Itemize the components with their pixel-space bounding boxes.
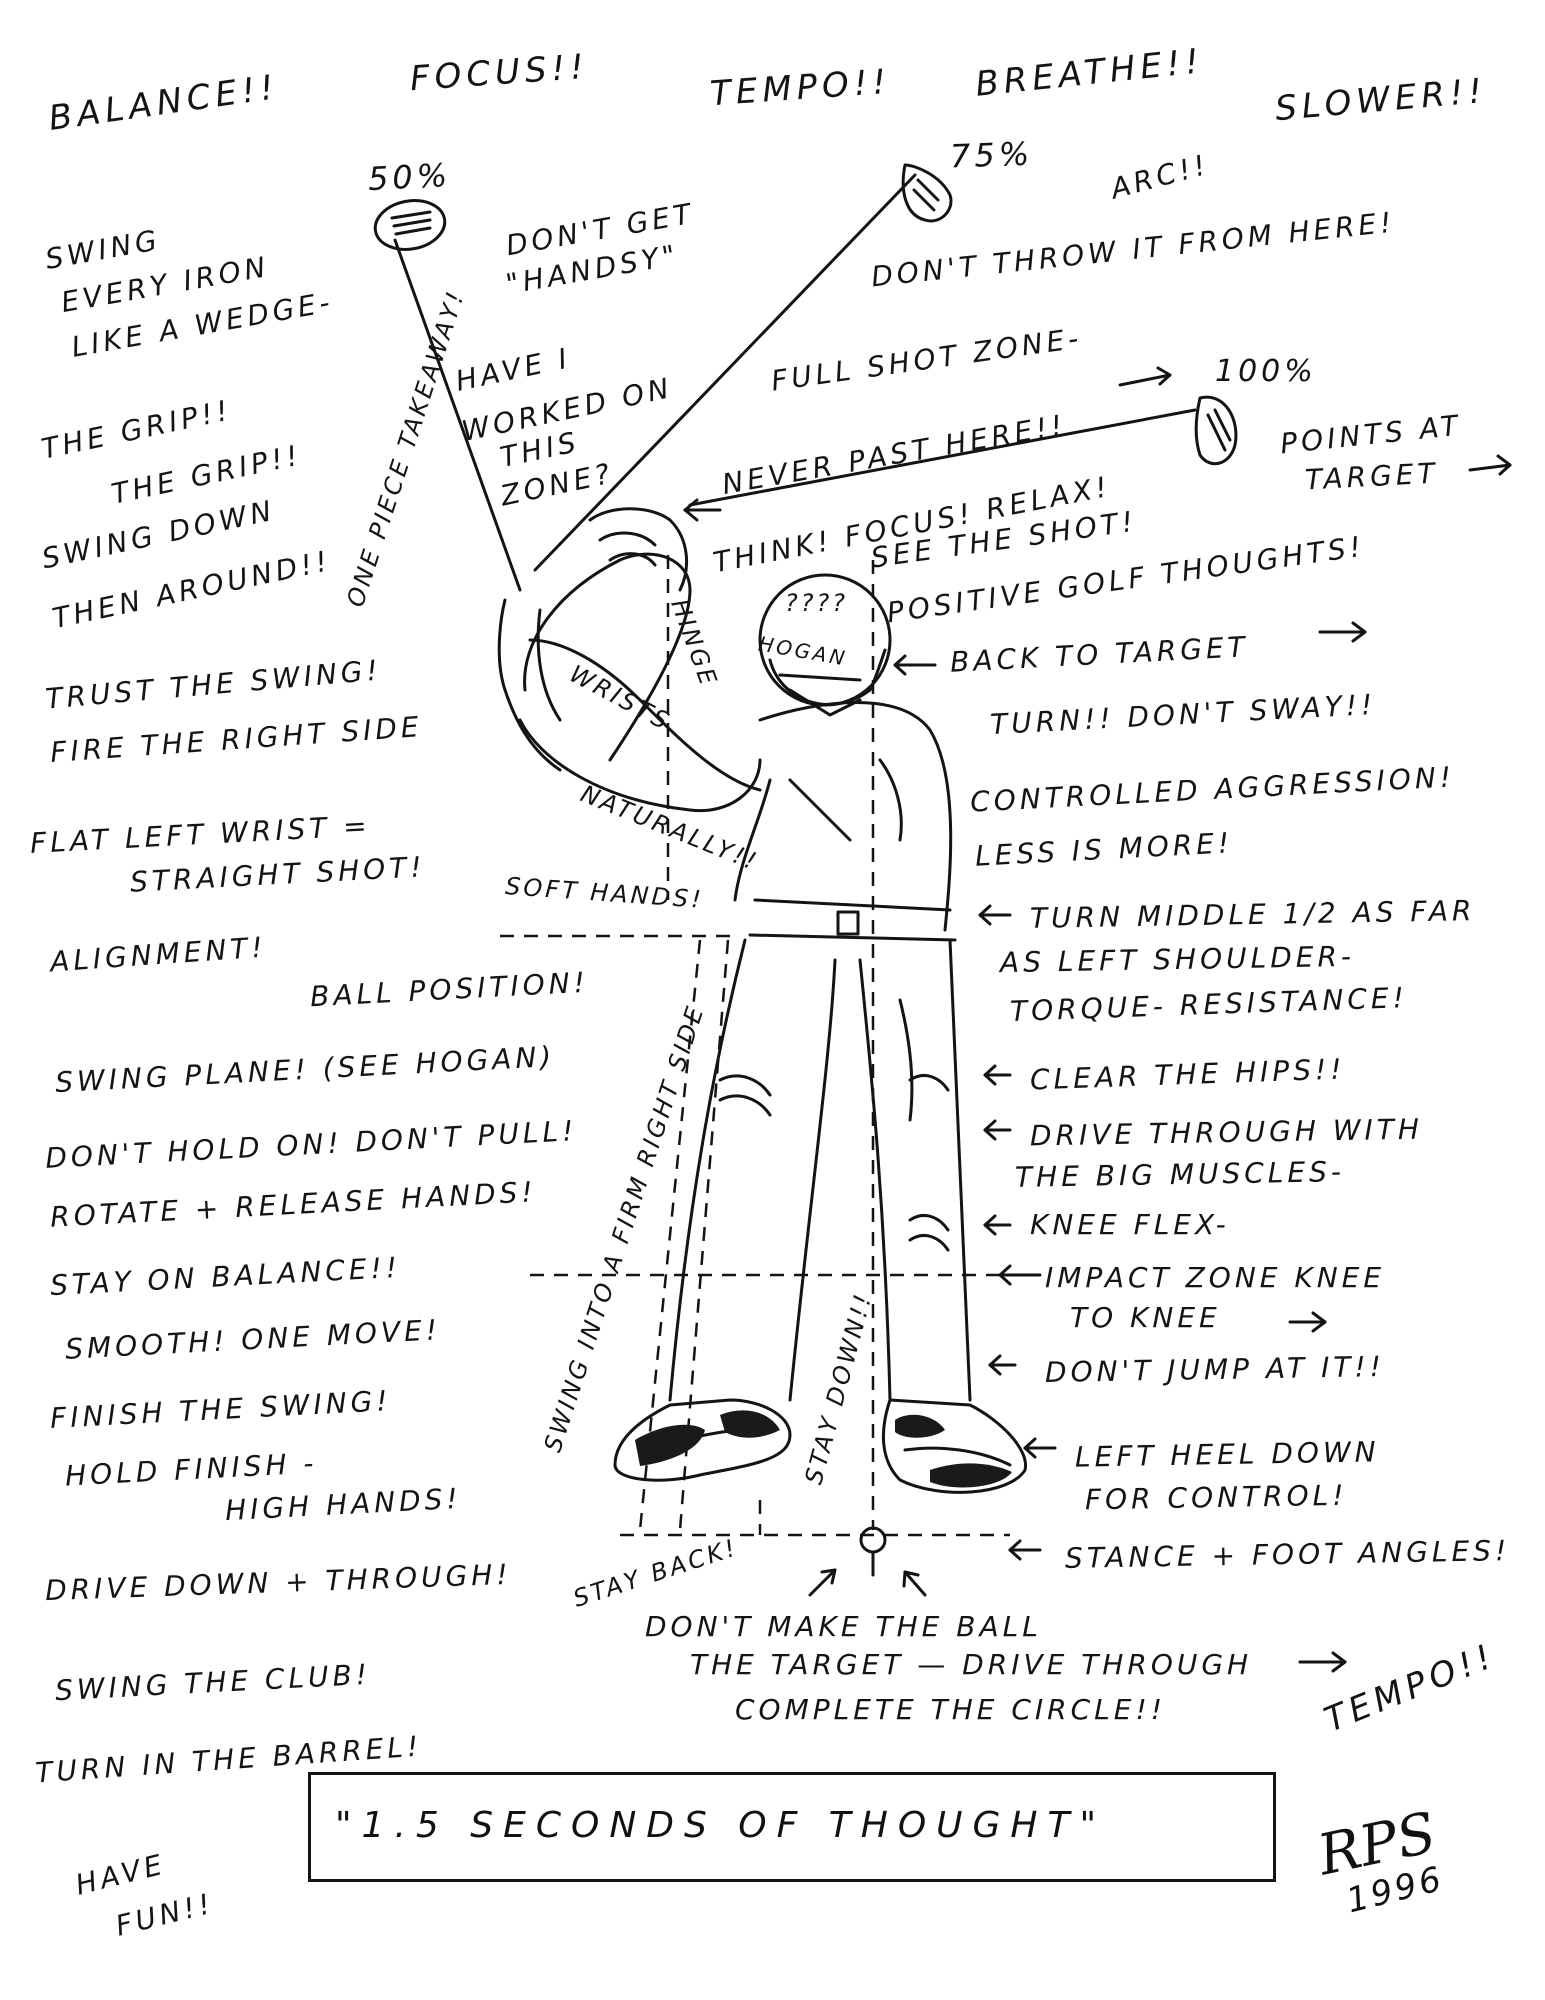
- note-question-marks: ????: [785, 589, 848, 617]
- label-75-percent: 75%: [949, 134, 1034, 176]
- right-note-19: KNEE FLEX-: [1030, 1208, 1230, 1241]
- golfer-torso: [758, 701, 953, 932]
- label-100-percent: 100%: [1215, 354, 1317, 389]
- right-note-24: FOR CONTROL!: [1084, 1478, 1348, 1517]
- page-title: "1.5 SECONDS OF THOUGHT": [335, 1805, 1107, 1846]
- golfer-left-leg: [668, 938, 747, 1402]
- bottom-note-3: COMPLETE THE CIRCLE!!: [735, 1693, 1166, 1726]
- club-shaft-100: [688, 408, 1197, 507]
- right-note-14: AS LEFT SHOULDER-: [999, 939, 1356, 980]
- golfer-right-leg: [948, 938, 972, 1402]
- right-note-17: DRIVE THROUGH WITH: [1029, 1112, 1424, 1153]
- golfer-left-shoe: [613, 1398, 792, 1482]
- golfer-right-shoe: [881, 1398, 1027, 1494]
- club-head-50: [373, 199, 447, 251]
- club-shaft-75: [533, 173, 917, 572]
- bottom-note-1: DON'T MAKE THE BALL: [645, 1610, 1042, 1643]
- right-note-20: IMPACT ZONE KNEE: [1045, 1261, 1386, 1294]
- club-head-100: [1194, 395, 1238, 466]
- right-note-18: THE BIG MUSCLES-: [1014, 1155, 1346, 1194]
- firm-right-side-guide: [638, 939, 702, 1531]
- right-note-21: TO KNEE: [1070, 1301, 1221, 1334]
- golf-ball: [859, 1526, 887, 1554]
- title-box: [308, 1772, 1276, 1882]
- club-shaft-50: [393, 238, 522, 592]
- club-head-75: [901, 163, 953, 223]
- right-note-23: LEFT HEEL DOWN: [1074, 1435, 1380, 1474]
- bottom-note-2: THE TARGET — DRIVE THROUGH: [690, 1648, 1253, 1681]
- right-note-22: DON'T JUMP AT IT!!: [1044, 1350, 1386, 1389]
- label-50-percent: 50%: [367, 155, 453, 199]
